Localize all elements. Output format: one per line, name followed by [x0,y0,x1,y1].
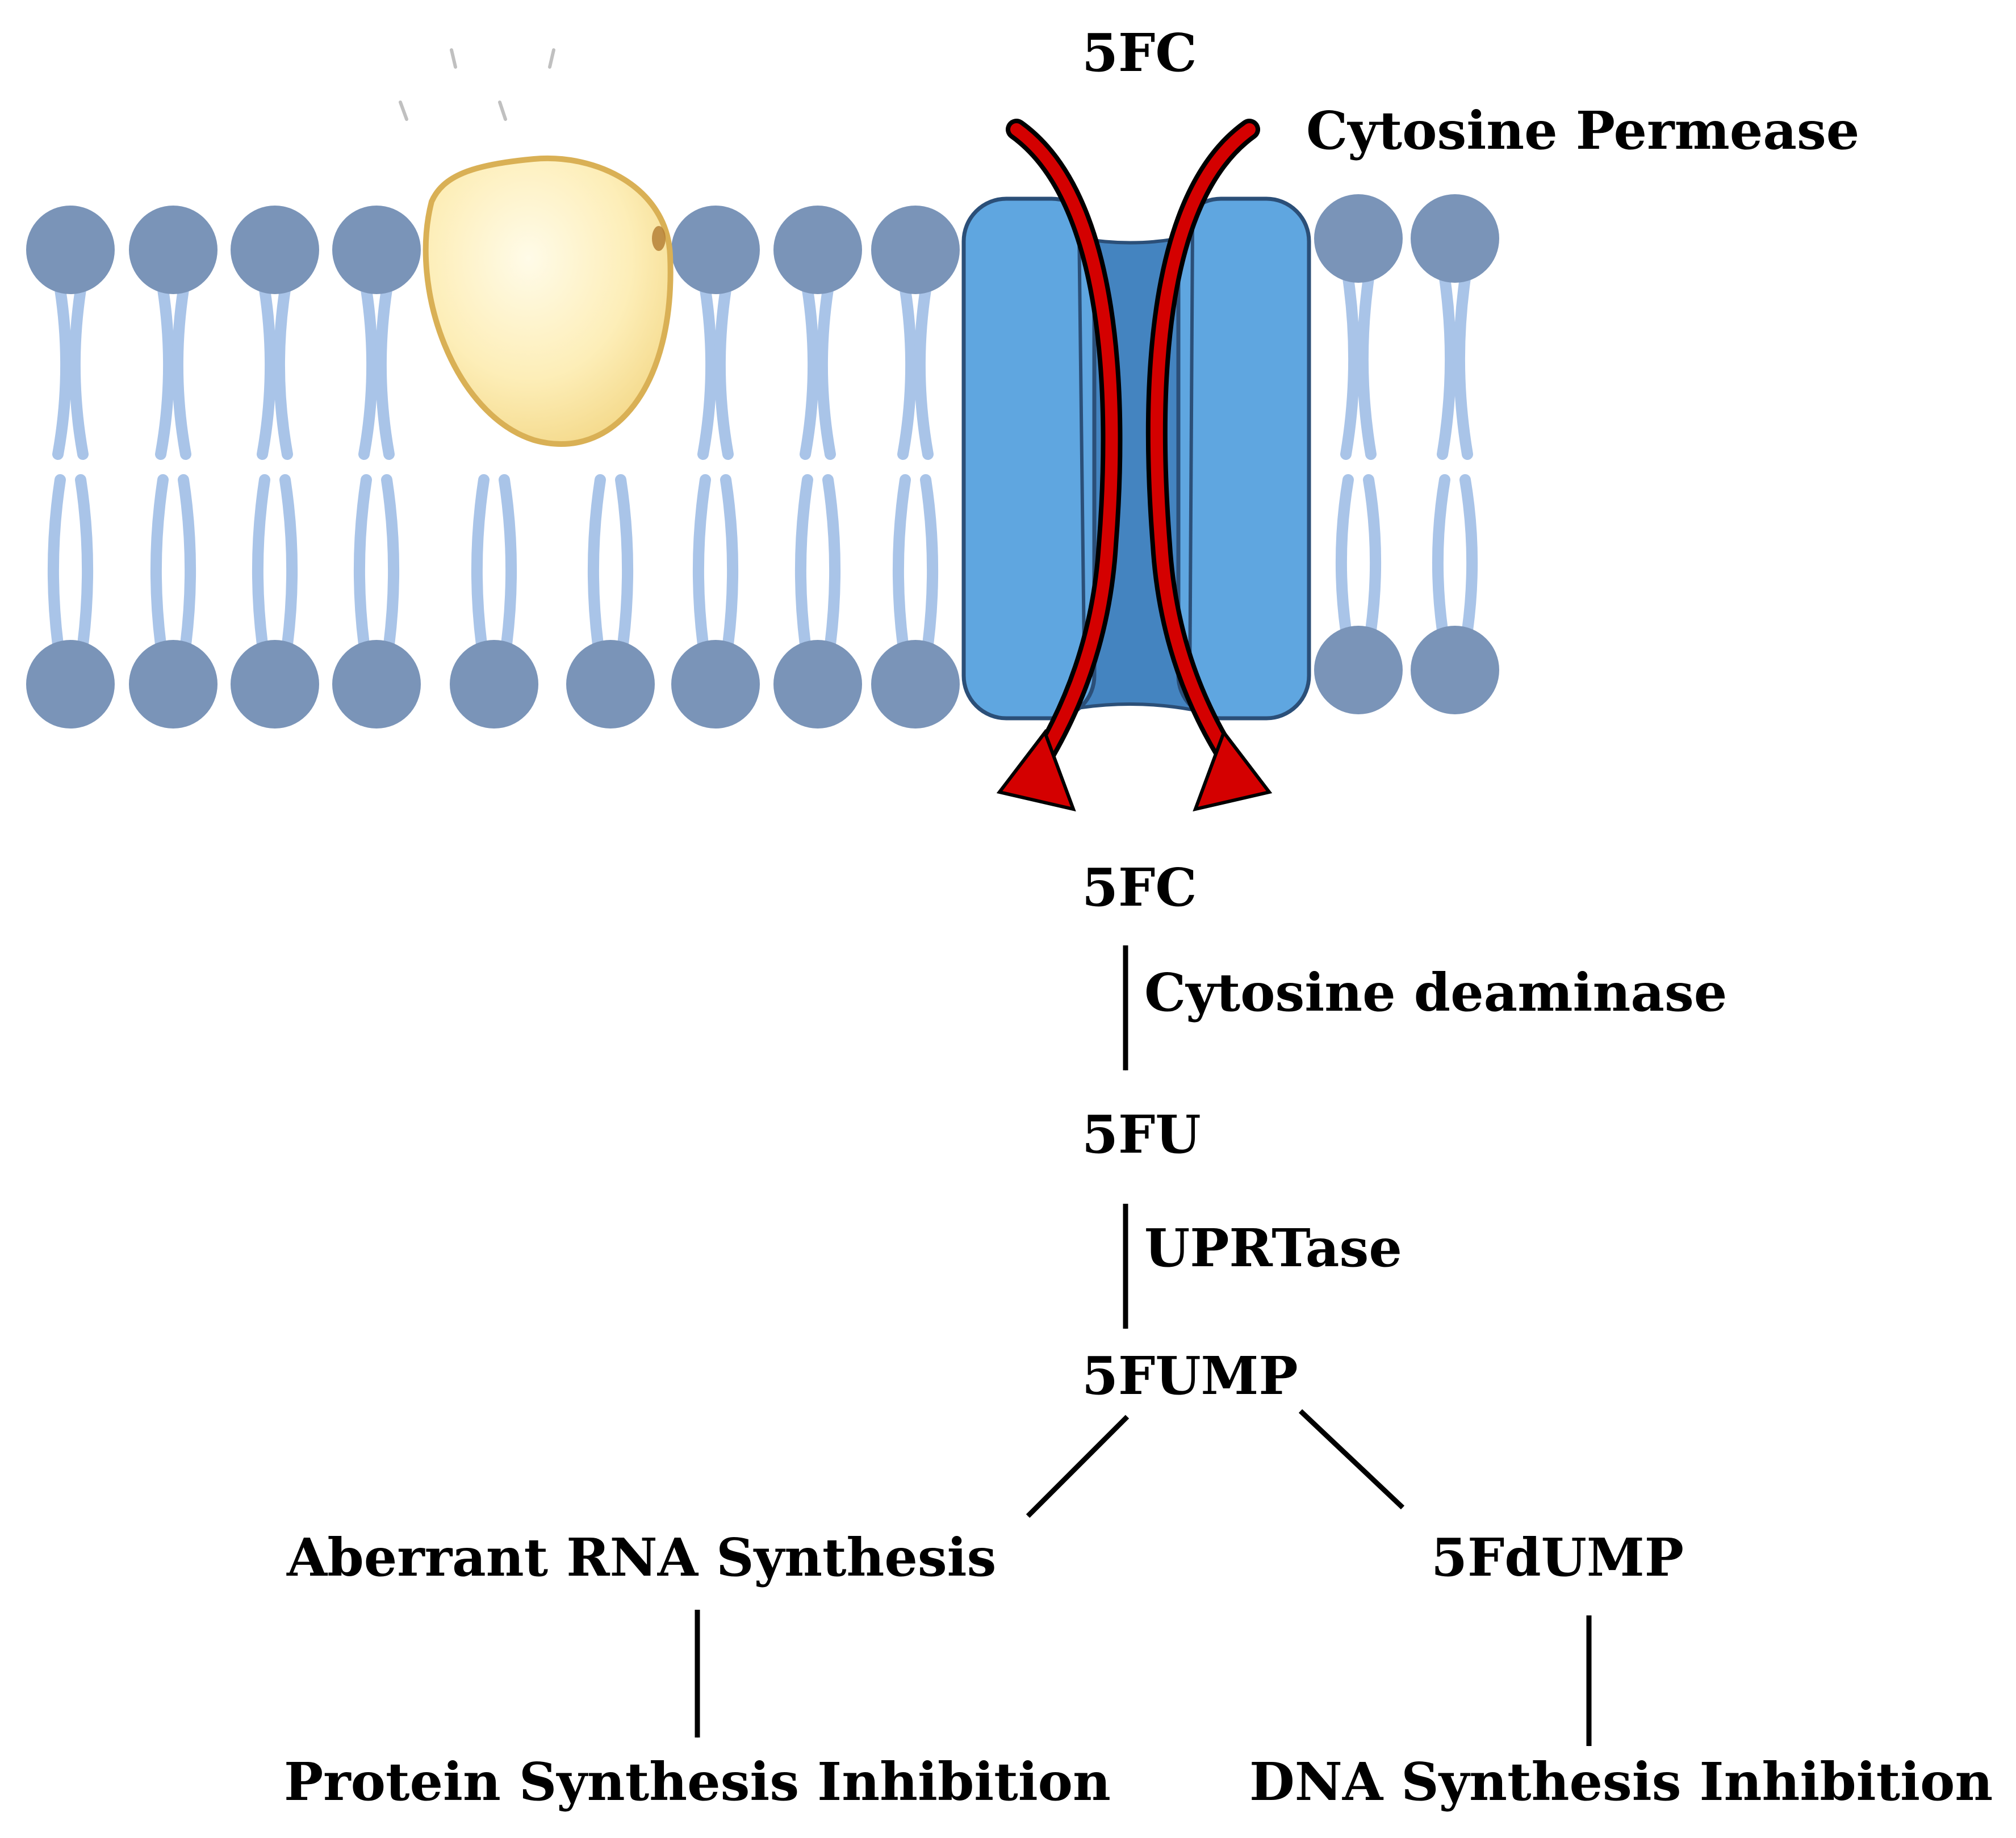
lipid-tail [714,284,734,460]
lipid-head [671,206,760,294]
arrow-5fump-to-aberrant-rna [1026,1414,1130,1518]
lipid-head [1411,626,1499,714]
lipid-tail [75,474,94,650]
lipid-head [231,206,319,294]
lipid-tail [914,284,934,460]
lipid-head [566,640,655,728]
drug-cell [399,48,674,447]
lipid-tail [178,474,196,650]
cytosine-permease-protein [961,119,1311,812]
lipid-head [26,206,115,294]
label-5fdump: 5FdUMP [1431,1527,1684,1588]
lipid-tail [381,474,400,650]
lipid-tail [257,284,277,460]
lipid-tail [375,284,395,460]
lipid-tail [720,474,739,650]
label-protein-synthesis-inhibition: Protein Synthesis Inhibition [284,1751,1111,1812]
lipid-tail [920,474,939,650]
label-uprtase: UPRTase [1144,1217,1402,1279]
cell-body [423,156,674,447]
emission-mark [399,101,408,121]
permease-right-subunit [1176,196,1311,721]
lipid-head [231,640,319,728]
lipid-head [671,640,760,728]
lipid-bilayer [26,194,1499,728]
lipid-tail [172,284,191,460]
lipid-head [871,206,960,294]
label-cytosine-permease: Cytosine Permease [1306,100,1859,161]
lipid-tail [273,284,293,460]
transport-arrow-right [1145,119,1273,812]
lipid-tail [697,284,717,460]
label-5fu: 5FU [1082,1104,1201,1165]
lipid-head [1411,194,1499,283]
lipid-tail [1432,474,1450,636]
lipid-tail [155,284,175,460]
label-aberrant-rna-synthesis: Aberrant RNA Synthesis [286,1527,996,1588]
lipid-tail [358,284,378,460]
lipid-head [871,640,960,728]
permease-fold-line [1077,227,1086,693]
lipid-head [773,206,862,294]
emission-mark [548,48,555,69]
emission-mark [498,101,507,121]
lipid-tail [1363,474,1382,636]
lipid-tail [816,284,836,460]
lipid-tail [822,474,841,650]
lipid-head [1314,626,1403,714]
lipid-tail [47,474,66,650]
label-cytosine-deaminase: Cytosine deaminase [1144,962,1727,1023]
arrow-5fump-to-5fdump [1298,1409,1405,1510]
lipid-tail [353,474,372,650]
transport-arrow-left [996,119,1123,812]
lipid-head [332,640,421,728]
lipid-head [26,640,115,728]
lipid-tail [279,474,298,650]
lipid-tail [471,474,490,650]
lipid-tail [150,474,169,650]
lipid-tail [587,474,606,650]
permease-left-subunit [961,196,1097,721]
lipid-tail [1437,273,1457,460]
lipid-tail [252,474,270,650]
lipid-tail [1459,474,1478,636]
label-dna-synthesis-inhibition: DNA Synthesis Inhibition [1249,1751,1993,1812]
lipid-tail [69,284,89,460]
lipid-tail [897,284,917,460]
lipid-tail [615,474,634,650]
lipid-tail [1357,273,1377,460]
lipid-tail [800,284,819,460]
lipid-tail [794,474,813,650]
label-5fump: 5FUMP [1082,1345,1298,1406]
lipid-head [129,206,218,294]
lipid-head [332,206,421,294]
cell-nucleus [652,226,666,251]
lipid-tail [1340,273,1360,460]
lipid-head [450,640,538,728]
lipid-head [1314,194,1403,283]
lipid-tail [499,474,517,650]
emission-mark [450,48,457,69]
lipid-tail [52,284,72,460]
label-extracellular-5fc: 5FC [1082,22,1197,83]
lipid-tail [1453,273,1473,460]
permease-fold-line [1188,227,1194,693]
lipid-tail [692,474,711,650]
pathway-arrows [695,945,1592,1747]
label-intracellular-5fc: 5FC [1082,857,1197,918]
lipid-head [773,640,862,728]
lipid-head [129,640,218,728]
lipid-tail [892,474,911,650]
lipid-tail [1335,474,1354,636]
